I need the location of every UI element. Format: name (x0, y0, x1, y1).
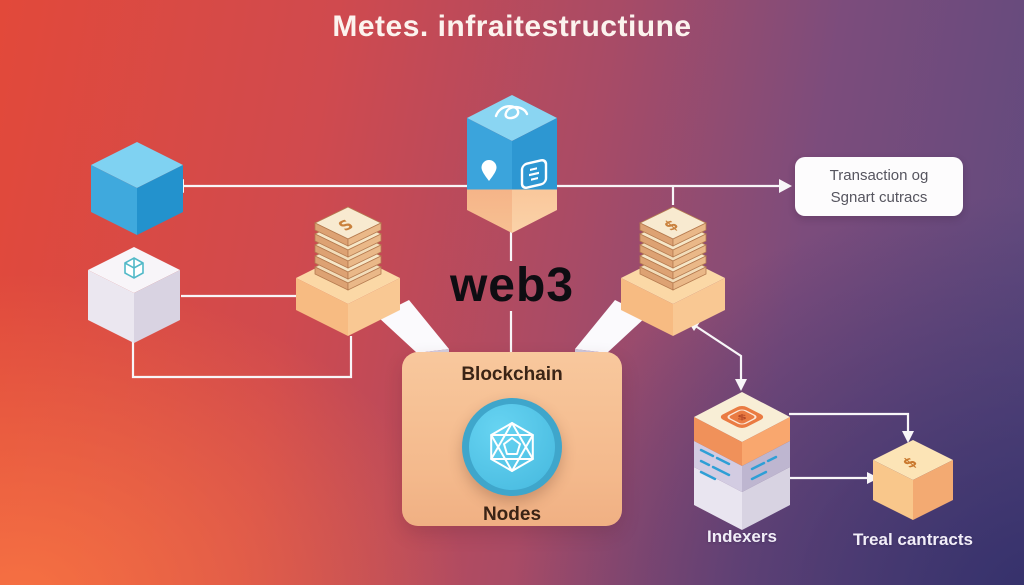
cube-right-face (134, 270, 180, 343)
indexers-label: Indexers (707, 527, 777, 546)
cube-left-face (88, 270, 134, 343)
contracts-cube: $ (873, 440, 953, 520)
web3-label: web3 (449, 259, 575, 312)
polyhedron-wireframe-icon (490, 422, 534, 472)
cube-left-face (873, 460, 913, 520)
connector-gateway-to-client (170, 179, 500, 193)
wallet-cube (88, 247, 180, 343)
wireframe-cube-icon (124, 257, 144, 279)
arrowhead-right (779, 179, 792, 193)
transaction-line-2: Sgnart cutracs (830, 188, 928, 206)
arrowhead-down (902, 431, 914, 443)
blockchain-box: Blockchain Nodes (402, 352, 622, 526)
stack-base-right (348, 278, 400, 336)
stack-slabs (314, 206, 382, 291)
connector-indexers-to-contracts-top (789, 412, 914, 443)
connector-gateway-to-transaction (556, 179, 792, 205)
contracts-label: Treal cantracts (852, 530, 973, 549)
page-title: Metes. infraitestructiune (332, 10, 692, 43)
stack-base-left (296, 278, 348, 336)
squared-s-icon (520, 159, 548, 189)
nodes-circle-inner (469, 404, 555, 490)
gateway-cube (467, 95, 557, 233)
stack-base-right (673, 278, 725, 336)
connector-indexers-to-contracts-side (789, 472, 879, 484)
scribble-icon (494, 105, 529, 120)
stack-base-left (621, 278, 673, 336)
transaction-box: Transaction og Sgnart cutracs (795, 157, 963, 216)
cube-left-face (91, 165, 137, 235)
data-dashes (699, 448, 778, 481)
nodes-label: Nodes (482, 504, 542, 525)
ledger-stack-left: S (296, 206, 400, 336)
nodes-circle (462, 398, 562, 496)
indexers-right-bottom (742, 467, 790, 530)
stack-slabs (639, 206, 707, 291)
connector-wallet-to-stack (181, 290, 309, 302)
cube-right-face (137, 165, 183, 235)
cube-right-face (913, 460, 953, 520)
svg-text:$: $ (737, 413, 747, 421)
indexers-left-orange (694, 417, 742, 466)
connector-stack-to-indexers (687, 320, 747, 391)
indexers-right-orange (742, 417, 790, 466)
cube-right-face (512, 118, 557, 233)
indexers-box: $ (694, 392, 790, 530)
transaction-line-1: Transaction og (829, 167, 929, 185)
connector-wallet-stack-loop (131, 336, 353, 379)
arrowhead-down (735, 379, 747, 391)
indexers-left-bottom (694, 467, 742, 530)
blockchain-title: Blockchain (461, 364, 563, 385)
map-pin-icon (481, 160, 497, 181)
ledger-stack-right: $ (621, 206, 725, 336)
rounded-square-dollar-icon: $ (720, 406, 764, 428)
client-cube (91, 142, 183, 235)
